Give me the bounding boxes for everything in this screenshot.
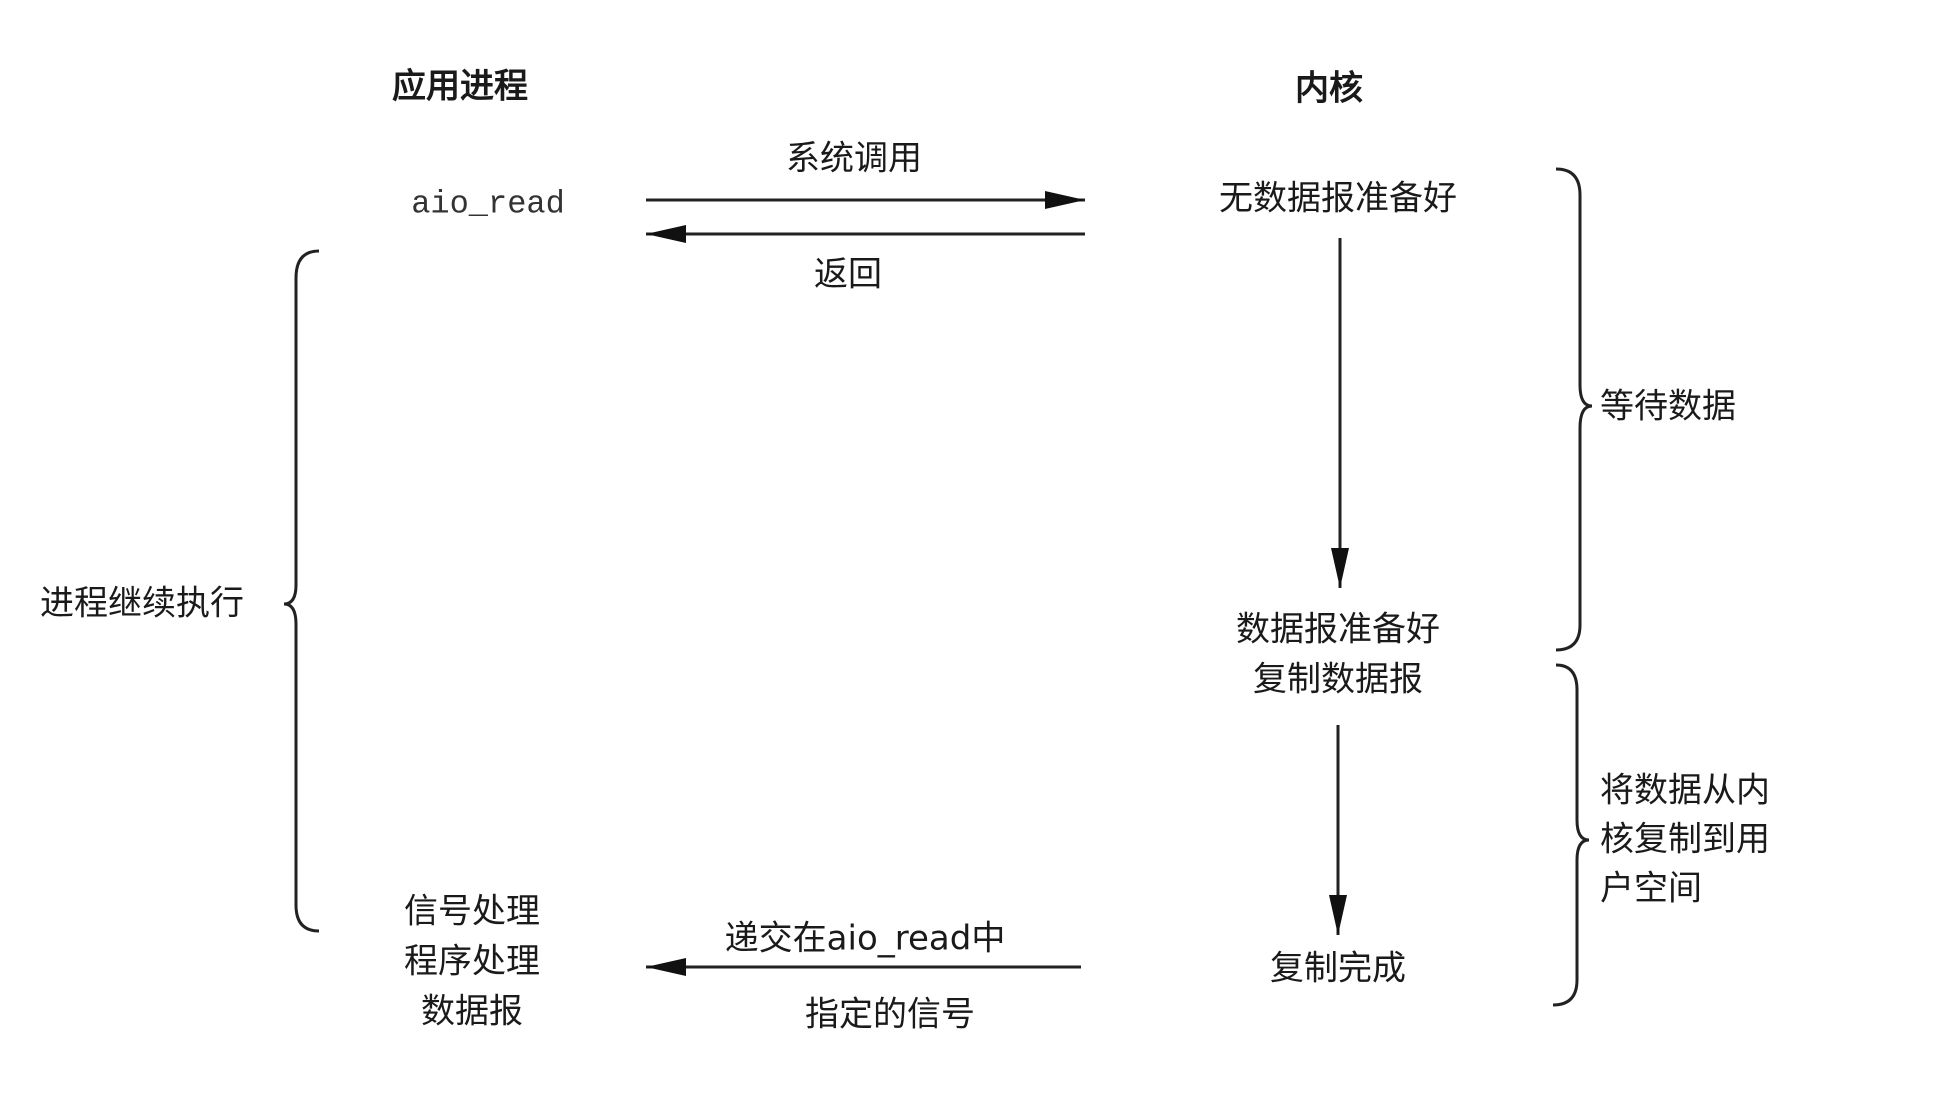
wait-data-label: 等待数据 <box>1600 387 1736 427</box>
copy-datagram: 复制数据报 <box>1253 660 1423 700</box>
copy-phase-line3: 户空间 <box>1600 869 1702 909</box>
process-continue-label: 进程继续执行 <box>40 584 244 624</box>
deliver-signal-line1: 递交在aio_read中 <box>725 919 1006 959</box>
datagram-ready: 数据报准备好 <box>1236 610 1440 650</box>
deliver-signal-line2: 指定的信号 <box>805 995 975 1035</box>
no-datagram-ready: 无数据报准备好 <box>1219 179 1457 219</box>
copy-data-brace <box>1552 663 1590 1007</box>
kernel-header: 内核 <box>1295 69 1363 109</box>
return-label: 返回 <box>814 255 882 295</box>
process-continue-brace <box>283 249 320 933</box>
syscall-label: 系统调用 <box>786 139 922 179</box>
copy-done: 复制完成 <box>1270 949 1406 989</box>
app-process-header: 应用进程 <box>392 67 528 107</box>
handler-line2: 程序处理 <box>404 942 540 982</box>
handler-line3: 数据报 <box>421 992 523 1032</box>
copy-phase-line1: 将数据从内 <box>1600 771 1770 811</box>
handler-line1: 信号处理 <box>404 892 540 932</box>
copy-phase-line2: 核复制到用 <box>1600 820 1770 860</box>
aio-read-label: aio_read <box>411 185 565 222</box>
wait-data-brace <box>1555 167 1593 652</box>
